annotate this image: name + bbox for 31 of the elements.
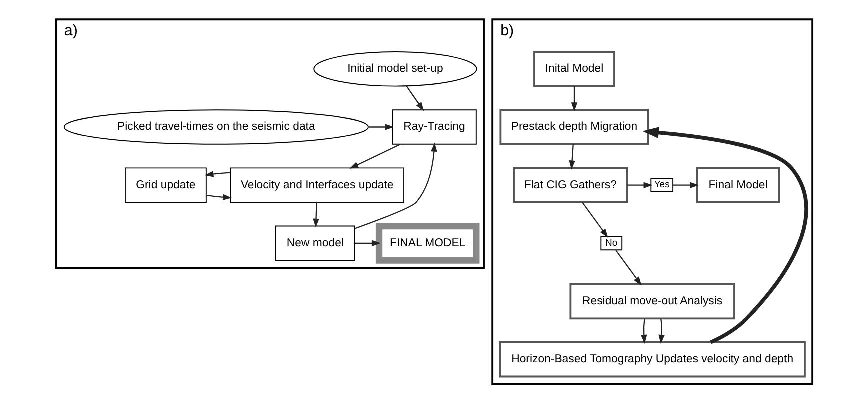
node-box: Flat CIG Gathers? (512, 167, 628, 204)
arrow (349, 144, 400, 169)
node-ellipse: Picked travel-times on the seismic data (63, 110, 368, 145)
arrow (658, 318, 664, 344)
node-box: Prestack depth Migration (499, 109, 649, 146)
arrow (406, 86, 424, 112)
arrow (615, 250, 642, 286)
arrow (206, 194, 232, 201)
arrow (568, 144, 575, 170)
node-box: New model (274, 226, 355, 262)
arrow (354, 142, 437, 230)
node-box: Yes (650, 178, 674, 192)
arrow (312, 202, 319, 228)
arrow (204, 171, 230, 178)
arrow (582, 202, 608, 238)
node-box: Inital Model (533, 51, 615, 88)
node-box: Ray-Tracing (392, 110, 476, 145)
node-box: Horizon-Based Tomography Updates velocity and depth (498, 342, 806, 378)
arrow (626, 182, 652, 188)
arrow (570, 86, 578, 112)
arrow (354, 240, 380, 247)
node-box: Residual move-out Analysis (569, 283, 735, 320)
arrow (640, 318, 647, 344)
node-box: FINAL MODEL (375, 222, 480, 264)
arrow (672, 182, 699, 188)
node-box: Final Model (696, 167, 780, 204)
node-ellipse: Initial model set-up (313, 52, 477, 87)
node-box: No (600, 236, 622, 251)
node-box: Grid update (124, 168, 206, 203)
node-box: Velocity and Interfaces update (230, 168, 404, 203)
arrow (368, 124, 394, 130)
